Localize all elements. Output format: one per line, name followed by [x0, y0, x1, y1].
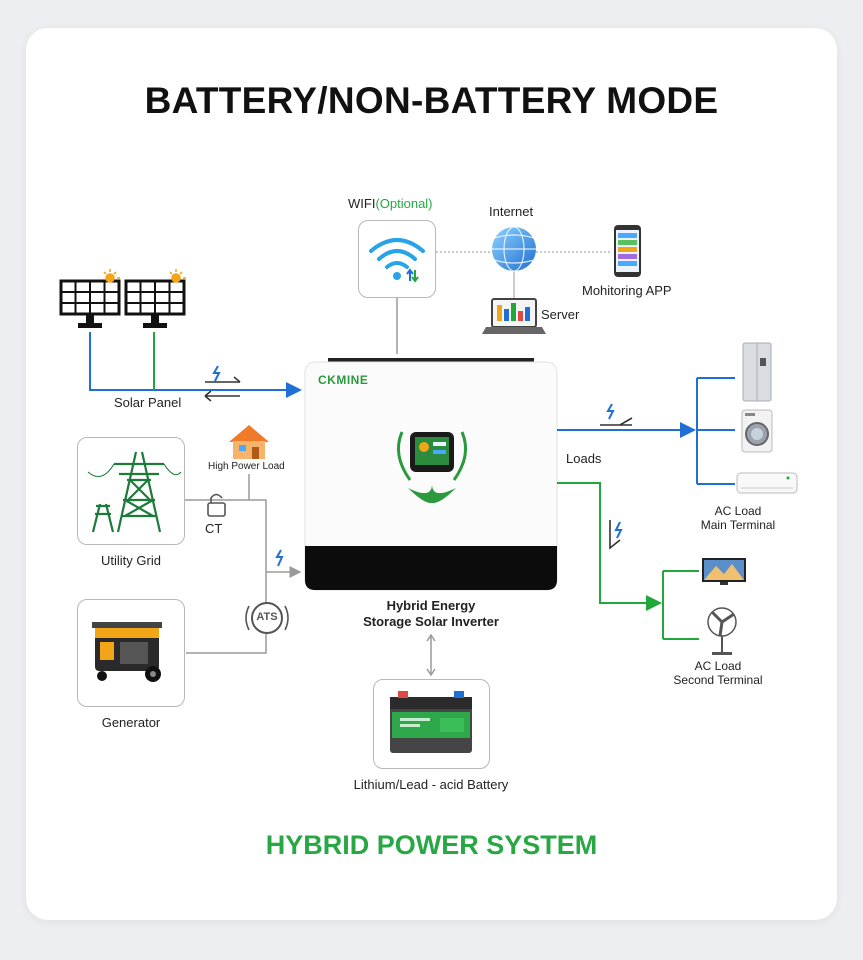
inverter-label-line1: Hybrid Energy	[386, 598, 476, 613]
generator-label: Generator	[101, 715, 161, 730]
hybrid-inverter	[304, 358, 558, 591]
brand-logo: CKMINE	[318, 373, 369, 387]
internet-globe-icon	[492, 226, 536, 272]
second-terminal-switch-icon	[609, 520, 623, 550]
ac-main-label-line1: AC Load	[714, 504, 762, 518]
ac-second-label-line2: Second Terminal	[673, 673, 763, 687]
second-terminal-bus	[662, 570, 699, 640]
generator-box	[77, 599, 185, 707]
solar-dc-line	[89, 332, 302, 398]
inverter-label-line2: Storage Solar Inverter	[363, 614, 499, 629]
wifi-optional-text: (Optional)	[375, 196, 433, 211]
second-terminal-line	[557, 482, 662, 611]
server-label: Server	[541, 307, 580, 322]
washing-machine-icon	[741, 409, 773, 453]
page-title: BATTERY/NON-BATTERY MODE	[144, 80, 719, 121]
utility-grid-box	[77, 437, 185, 545]
fan-icon	[707, 607, 737, 655]
ac-main-label-line2: Main Terminal	[700, 518, 776, 532]
ct-label: CT	[205, 521, 223, 536]
solar-panel-label: Solar Panel	[114, 395, 182, 410]
ats-switch-icon	[245, 602, 289, 634]
battery-box	[373, 679, 490, 769]
ac-second-label-line1: AC Load	[694, 659, 742, 673]
footer-title: HYBRID POWER SYSTEM	[265, 830, 598, 860]
high-power-load-label: High Power Load	[208, 461, 285, 472]
refrigerator-icon	[742, 342, 772, 402]
monitoring-phone-icon	[614, 225, 641, 277]
wifi-label: WIFI(Optional)	[348, 196, 433, 211]
television-icon	[702, 558, 746, 585]
solar-flow-icon	[204, 365, 241, 402]
ct-lock-icon	[207, 493, 226, 517]
server-laptop-icon	[482, 298, 546, 334]
ats-label: ATS	[256, 611, 278, 623]
wifi-icon	[369, 238, 425, 283]
utility-grid-label: Utility Grid	[101, 553, 161, 568]
battery-link-arrow	[426, 633, 436, 677]
monitoring-app-label: Mohitoring APP	[582, 283, 672, 298]
house-icon	[229, 425, 269, 459]
wifi-label-text: WIFI	[348, 196, 376, 211]
wifi-box	[358, 220, 436, 298]
internet-label: Internet	[489, 204, 534, 219]
solar-panel-icon	[59, 269, 186, 328]
grid-flow-icon	[275, 549, 284, 567]
battery-label: Lithium/Lead - acid Battery	[353, 777, 509, 792]
loads-switch-icon	[600, 403, 633, 426]
loads-label: Loads	[566, 451, 602, 466]
main-terminal-bus	[696, 377, 735, 485]
air-conditioner-icon	[736, 472, 798, 494]
grid-generator-line	[185, 499, 267, 654]
